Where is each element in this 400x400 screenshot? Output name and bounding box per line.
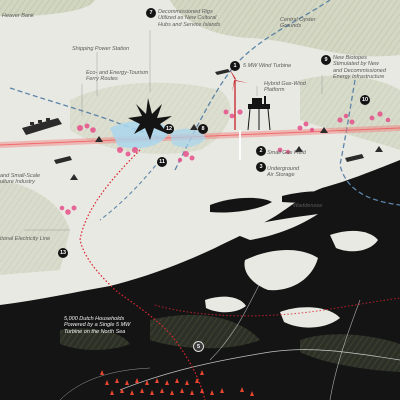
road-3 (329, 299, 361, 400)
wadden-island-1 (210, 197, 272, 213)
inland-water-3 (280, 307, 340, 328)
onshore-wind-farm (100, 370, 254, 396)
label-waddenzee: Waddenzee (293, 203, 323, 209)
rig-icons (70, 124, 383, 180)
ferry-route-north (174, 0, 331, 171)
hybrid-gas-wind-platform (247, 96, 271, 131)
label-eco-tourism: Eco- and Energy-Tourism Ferry Routes (86, 70, 149, 83)
land-patch-2 (300, 334, 400, 372)
grid-cable-2 (154, 297, 400, 317)
ship-2 (54, 156, 72, 164)
ijsselmeer (244, 249, 318, 291)
storage-zone-2 (170, 128, 206, 148)
marker-7: 7 (146, 8, 156, 18)
label-shipping-power: Shipping Power Station (72, 46, 130, 52)
label-gas-field: Small Gas Field (267, 150, 306, 156)
land-patch-3 (60, 328, 130, 350)
label-small-scale: and Small-Scale ulture Industry (0, 173, 41, 186)
label-oyster: Central Oyster Grounds (280, 17, 316, 30)
marker-9: 9 (321, 55, 331, 65)
marker-5: 5 (193, 341, 204, 352)
marker-13: 13 (58, 248, 68, 258)
label-grid: tional Electricity Line (0, 236, 51, 242)
marker-11: 11 (157, 157, 167, 167)
ferry-route-east (339, 79, 400, 206)
label-households: 5,000 Dutch Households Powered by a Sing… (64, 316, 131, 335)
marker-10: 10 (360, 95, 370, 105)
inland-water-2 (205, 296, 246, 313)
label-rigs: Decommissioned Rigs Utilized as New Cult… (158, 9, 221, 28)
gas-field-markers (59, 109, 391, 215)
ship-1 (22, 118, 62, 135)
label-bank: Heaver Bank (2, 13, 34, 19)
marker-12: 12 (164, 124, 174, 134)
land-patch-1 (150, 314, 260, 349)
ship-4 (215, 69, 230, 75)
marker-2: 2 (256, 146, 266, 156)
bank-top-right (170, 0, 400, 57)
road-2 (209, 279, 263, 361)
label-storage: Underground Air Storage (267, 166, 300, 179)
bank-top-left (0, 0, 95, 16)
grid-cable (79, 149, 206, 400)
ferry-route-south (99, 159, 161, 221)
label-biotopes: New Biotopes Stimulated by New and Decom… (333, 55, 386, 81)
bank-left (0, 180, 70, 275)
road-4 (59, 367, 151, 400)
rig-burst (128, 98, 172, 140)
label-hybrid: Hybrid Gas-Wind Platform (264, 81, 306, 94)
road-1 (119, 349, 400, 391)
leader-lines (24, 30, 323, 231)
wind-turbine-5mw (229, 68, 248, 130)
marker-3: 3 (256, 162, 266, 172)
ship-3 (345, 154, 364, 162)
label-turbine: 5 MW Wind Turbine (243, 63, 292, 69)
marker-8: 8 (198, 124, 208, 134)
marker-1: 1 (230, 61, 240, 71)
inland-water-1 (330, 230, 378, 252)
wadden-island-2 (282, 191, 345, 203)
wadden-island-3 (352, 184, 400, 196)
waddenzee-water (230, 214, 318, 240)
